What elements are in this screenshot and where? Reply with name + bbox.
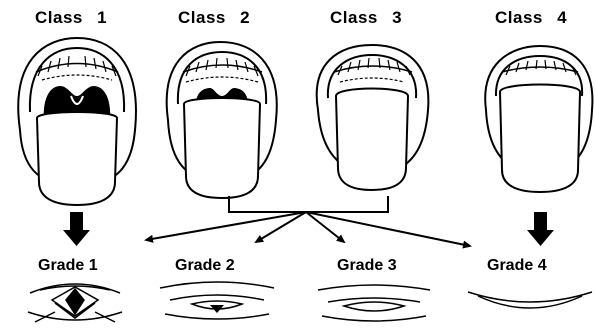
grade-2-label: Grade 2 [175,257,235,275]
grade-4-larynx-view [468,292,592,308]
class-to-grade-connectors [146,196,470,246]
class-3-mouth-illustration [317,45,429,190]
grade-3-larynx-view [318,285,430,321]
block-arrow-class-4-grade-4 [527,212,554,246]
grade-2-larynx-view [160,282,274,319]
block-arrow-class-1-grade-1 [63,212,90,246]
grade-1-label: Grade 1 [38,257,98,275]
grade-1-larynx-view [28,284,122,322]
grade-4-label: Grade 4 [487,257,547,275]
class-4-mouth-illustration [485,46,592,192]
class-1-mouth-illustration [18,38,136,205]
class-2-mouth-illustration [167,42,277,198]
grade-3-label: Grade 3 [337,257,397,275]
